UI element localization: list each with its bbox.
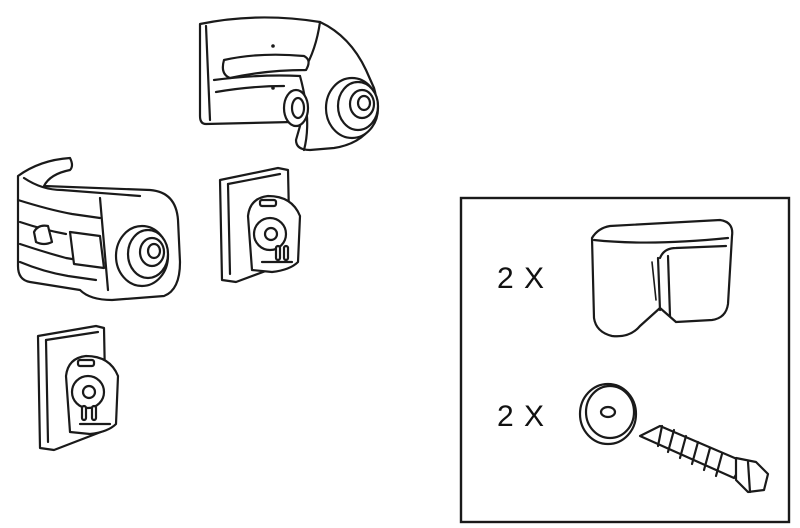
washer-icon (578, 382, 638, 446)
screw-icon (638, 424, 770, 494)
parts-box: 2 X 2 X (459, 196, 791, 524)
clip-holder-icon (218, 166, 302, 284)
end-cap-icon (590, 218, 734, 338)
middle-bracket-icon (16, 156, 182, 302)
upper-bracket-icon (198, 16, 380, 152)
end-cap-quantity: 2 X (497, 262, 545, 295)
clip-holder-icon (36, 324, 120, 452)
washer-screw-quantity: 2 X (497, 400, 545, 433)
